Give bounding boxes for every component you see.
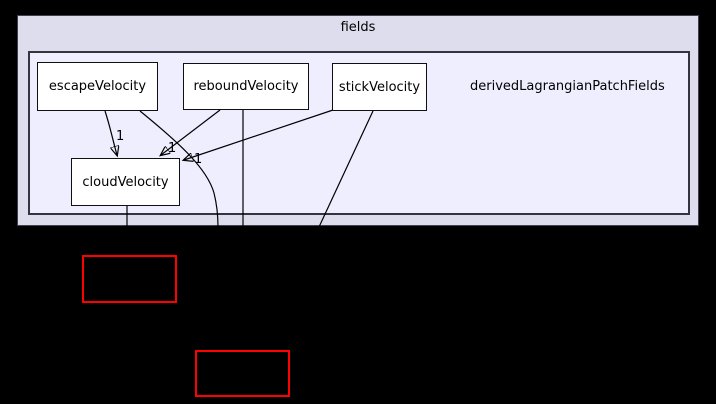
node-stickVelocity[interactable]: stickVelocity — [332, 63, 427, 111]
edge-stickVelocity-external[interactable] — [318, 110, 374, 228]
edge-escapeVelocity-cloudVelocity[interactable] — [104, 110, 117, 155]
node-escapeVelocity[interactable]: escapeVelocity — [37, 62, 158, 111]
node-stickVelocity-label: stickVelocity — [338, 79, 421, 95]
edge-stickVelocity-cloudVelocity[interactable] — [184, 109, 334, 160]
node-cloudVelocity[interactable]: cloudVelocity — [71, 158, 180, 206]
node-external-dir-1[interactable] — [82, 255, 177, 303]
edge-label-escape-cloud[interactable]: 1 — [116, 129, 125, 144]
cluster-fields-label[interactable]: fields — [340, 20, 376, 35]
edge-reboundVelocity-cloudVelocity[interactable] — [161, 109, 221, 155]
edge-label-stick-cloud[interactable]: 1 — [194, 152, 203, 167]
edge-label-rebound-cloud[interactable]: 1 — [168, 141, 177, 156]
cluster-derivedLagrangianPatchFields-label: derivedLagrangianPatchFields — [470, 79, 665, 94]
node-reboundVelocity-label: reboundVelocity — [193, 79, 299, 94]
node-reboundVelocity[interactable]: reboundVelocity — [183, 63, 309, 110]
node-cloudVelocity-label: cloudVelocity — [82, 174, 169, 190]
node-external-dir-2[interactable] — [195, 350, 290, 397]
node-escapeVelocity-label: escapeVelocity — [48, 79, 147, 94]
edge-escapeVelocity-external[interactable] — [139, 110, 219, 228]
